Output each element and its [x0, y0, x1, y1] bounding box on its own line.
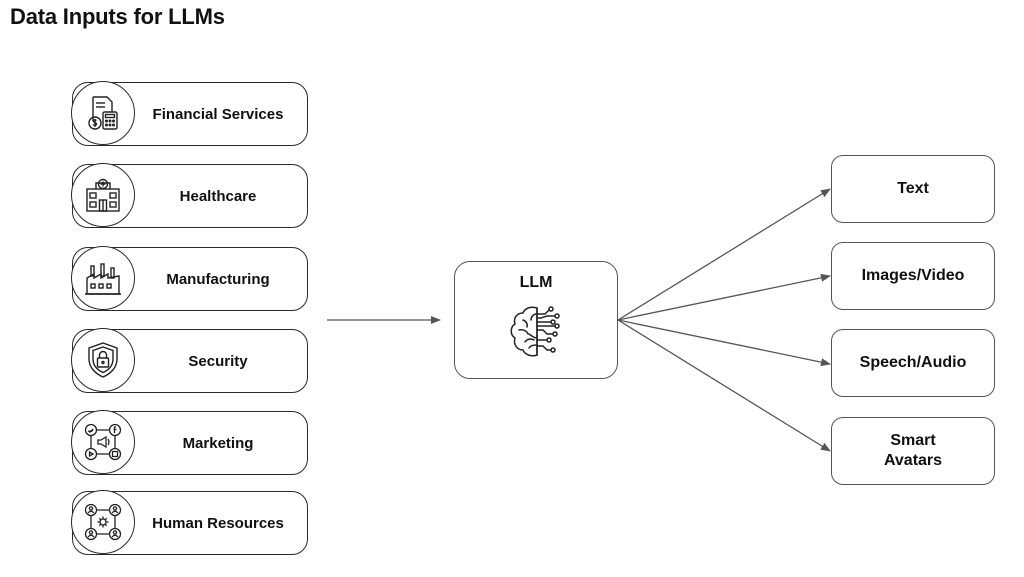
input-label: Financial Services: [152, 105, 284, 123]
input-label: Healthcare: [179, 187, 257, 205]
llm-label: LLM: [519, 274, 553, 291]
input-human-resources: Human Resources: [71, 490, 308, 555]
llm-to-speech-arrow: [617, 319, 831, 367]
output-speech-audio: Speech/Audio: [831, 329, 995, 397]
brain-circuit-icon: [505, 300, 569, 364]
llm-to-images-arrow: [617, 273, 831, 321]
input-marketing: Marketing: [71, 410, 308, 475]
social-media-icon: [71, 410, 135, 474]
people-network-icon: [71, 490, 135, 554]
output-text: Text: [831, 155, 995, 223]
hospital-icon: [71, 163, 135, 227]
output-images-video: Images/Video: [831, 242, 995, 310]
input-security: Security: [71, 328, 308, 393]
factory-icon: [71, 246, 135, 310]
page-title: Data Inputs for LLMs: [10, 4, 225, 29]
input-label: Manufacturing: [166, 270, 270, 288]
input-label: Human Resources: [152, 514, 284, 532]
llm-node: LLM: [454, 261, 618, 379]
input-manufacturing: Manufacturing: [71, 246, 308, 311]
input-financial-services: Financial Services: [71, 81, 308, 146]
finance-icon: [71, 81, 135, 145]
input-label: Security: [188, 352, 248, 370]
input-label: Marketing: [182, 434, 254, 452]
shield-lock-icon: [71, 328, 135, 392]
input-healthcare: Healthcare: [71, 163, 308, 228]
llm-to-avatars-arrow: [617, 319, 831, 452]
output-smart-avatars: Smart Avatars: [831, 417, 995, 485]
llm-to-text-arrow: [617, 188, 831, 321]
